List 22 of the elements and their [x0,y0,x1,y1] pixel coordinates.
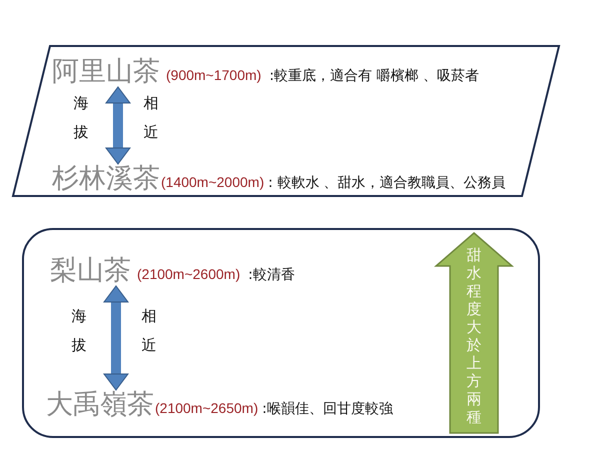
tea-name: 梨山茶 [50,256,131,286]
tea-description: :較重底，適合有 嚼檳榔 、吸菸者 [269,68,479,84]
double-arrow [106,86,130,164]
side-label: 海拔 [73,93,89,143]
side-label: 相近 [143,93,159,143]
tea-name: 阿里山茶 [52,57,160,87]
tea-description: :喉韻佳、回甘度較強 [262,401,393,417]
up-block-arrow [435,232,513,434]
altitude-range: (1400m~2000m) [161,174,264,190]
tea-name: 大禹嶺茶 [46,390,154,420]
side-label: 海拔 [71,306,87,356]
altitude-range: (2100m~2650m) [155,400,258,416]
side-label: 相近 [141,306,157,356]
tea-name: 杉林溪茶 [52,164,160,194]
altitude-range: (900m~1700m) [166,67,262,83]
tea-description: :較清香 [248,267,295,283]
arrow-text: 甜水程度大於上方兩種 [466,246,482,426]
parallelogram-panel [12,45,560,197]
tea-description: : 較軟水 、甜水，適合教職員、公務員 [268,175,506,191]
rounded-panel [22,228,540,438]
altitude-range: (2100m~2600m) [137,266,240,282]
double-arrow [104,286,128,390]
